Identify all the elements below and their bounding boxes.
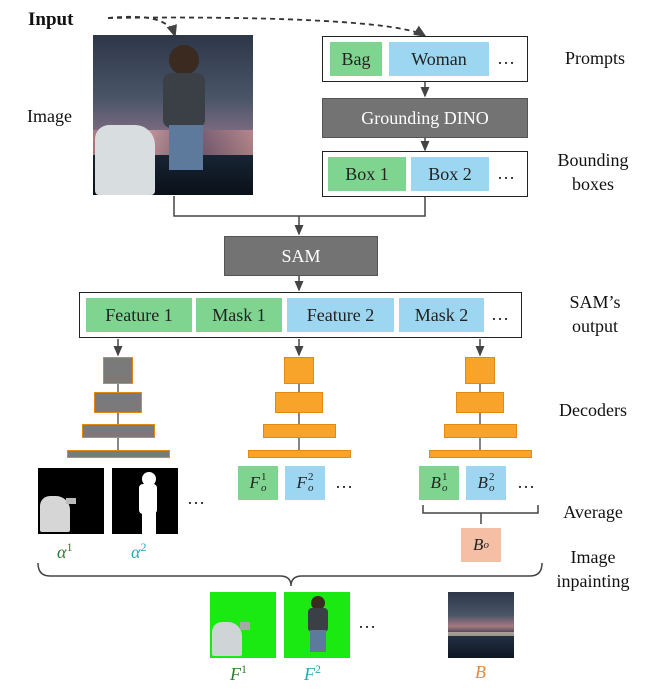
inpainting-label-2: inpainting <box>556 571 630 591</box>
bg-estimate-2-sup: 2 <box>488 471 495 483</box>
output-f2-label: F2 <box>304 662 321 685</box>
fg-estimate-1-symbol: F <box>249 473 260 492</box>
prompts-label: Prompts <box>564 48 625 68</box>
mask-2: Mask 2 <box>399 298 484 332</box>
bg-decoder-l2 <box>456 392 504 413</box>
prompt-woman: Woman <box>389 42 489 76</box>
alpha-decoder-l1 <box>103 357 133 384</box>
alpha-2-label: α2 <box>131 540 146 563</box>
alpha-decoder-l3 <box>82 424 155 438</box>
fg-ellipsis: … <box>335 472 354 492</box>
fg-decoder-l4 <box>248 450 351 458</box>
bg-decoder-l4 <box>429 450 532 458</box>
inpainting-label-1: Image <box>570 547 616 567</box>
bg-decoder-l3 <box>444 424 517 438</box>
alpha-1-matte <box>38 468 104 534</box>
bg-estimate-1-symbol: B <box>430 473 441 492</box>
prompts-ellipsis: … <box>497 48 516 68</box>
output-f2-symbol: F <box>304 664 315 684</box>
mask-1: Mask 1 <box>196 298 282 332</box>
alpha-decoder-l2 <box>94 392 142 413</box>
input-label: Input <box>28 9 74 30</box>
outputs-ellipsis: … <box>358 612 377 632</box>
fg-estimate-2-sub: o <box>307 482 314 494</box>
alpha-ellipsis: … <box>187 488 206 508</box>
alpha-2-matte <box>112 468 178 534</box>
sam-output-label-2: output <box>571 316 618 336</box>
feature-2: Feature 2 <box>287 298 394 332</box>
output-f1-symbol: F <box>230 664 241 684</box>
boxes-label-2: boxes <box>572 174 614 194</box>
sam-block: SAM <box>224 236 378 276</box>
input-image <box>93 35 253 195</box>
alpha-1-label: α1 <box>57 540 72 563</box>
alpha-1-sup: 1 <box>66 540 73 554</box>
fg-estimate-2-symbol: F <box>296 473 307 492</box>
output-f2-sup: 2 <box>315 662 321 676</box>
output-b-label: B <box>475 662 486 682</box>
feature-1: Feature 1 <box>86 298 192 332</box>
box-1: Box 1 <box>328 157 406 191</box>
fg-decoder-l1 <box>284 357 314 384</box>
bo-sub: o <box>483 539 489 551</box>
output-f1-label: F1 <box>230 662 247 685</box>
output-foreground-2 <box>284 592 350 658</box>
average-label: Average <box>563 502 623 522</box>
box-2: Box 2 <box>411 157 489 191</box>
alpha-2-sup: 2 <box>140 540 147 554</box>
alpha-decoder-l4 <box>67 450 170 458</box>
output-foreground-1 <box>210 592 276 658</box>
fg-decoder-l2 <box>275 392 323 413</box>
sam-output-ellipsis: … <box>491 304 510 324</box>
image-label: Image <box>27 106 72 126</box>
bg-estimate-2-symbol: B <box>477 473 488 492</box>
bg-decoder-l1 <box>465 357 495 384</box>
prompt-bag: Bag <box>330 42 382 76</box>
fg-estimate-2-sup: 2 <box>307 471 314 483</box>
sam-output-label-1: SAM’s <box>569 292 621 312</box>
bg-ellipsis: … <box>517 472 536 492</box>
alpha-1-symbol: α <box>57 542 67 562</box>
fg-decoder-l3 <box>263 424 336 438</box>
output-f1-sup: 1 <box>241 662 247 676</box>
decoders-label: Decoders <box>559 400 627 420</box>
boxes-label-1: Bounding <box>557 150 629 170</box>
fg-estimate-1-sub: o <box>260 482 267 494</box>
bg-estimate-2-sub: o <box>488 482 495 494</box>
boxes-ellipsis: … <box>497 163 516 183</box>
bg-estimate-1-sub: o <box>441 482 448 494</box>
bo-symbol: B <box>473 535 484 554</box>
output-background <box>448 592 514 658</box>
fg-estimate-1-sup: 1 <box>260 471 267 483</box>
alpha-2-symbol: α <box>131 542 141 562</box>
grounding-dino-block: Grounding DINO <box>322 98 528 138</box>
bg-estimate-1-sup: 1 <box>441 471 448 483</box>
